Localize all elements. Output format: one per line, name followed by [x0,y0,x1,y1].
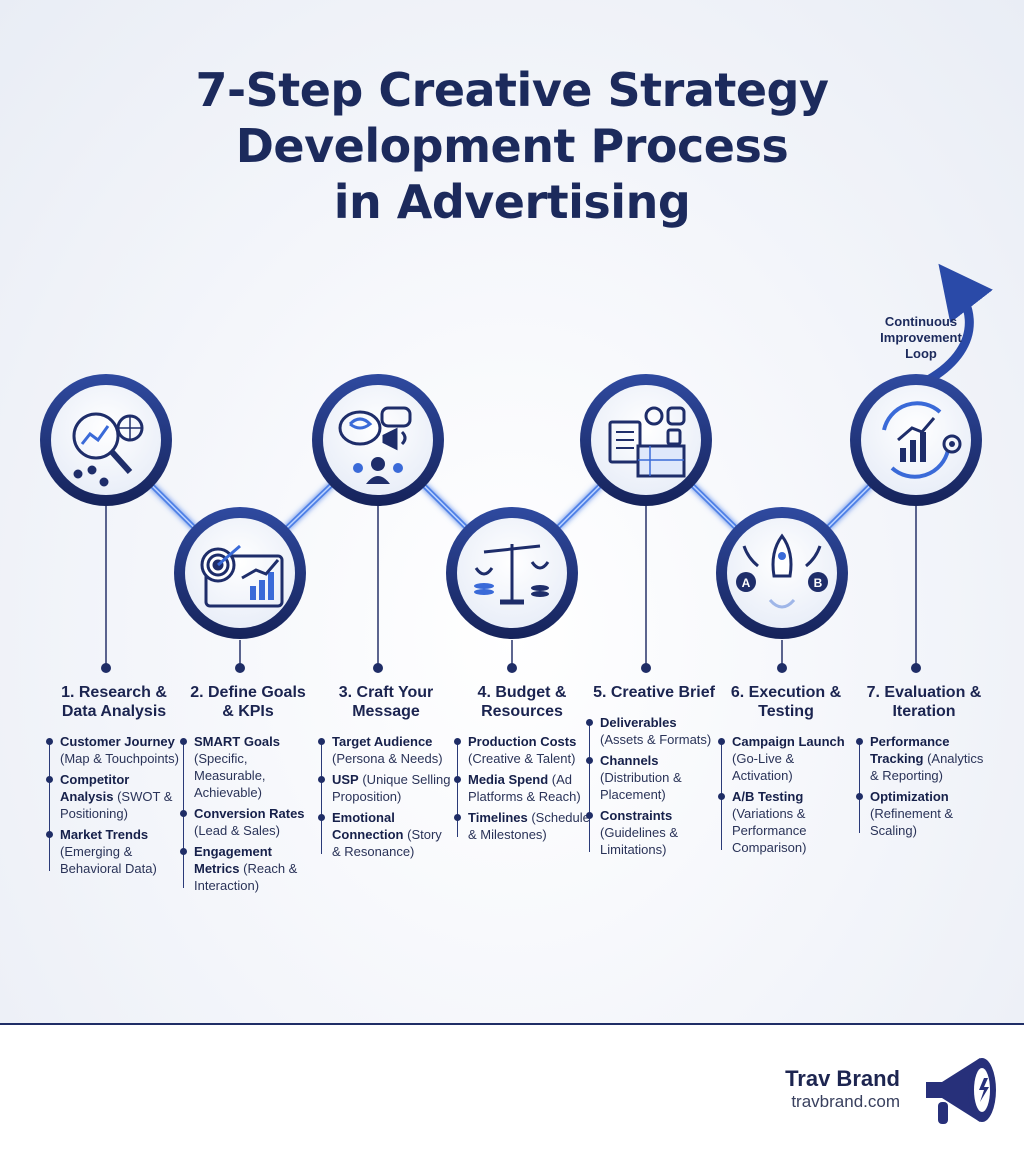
step-node-6: A B [716,507,848,639]
list-item: Target Audience (Persona & Needs) [318,733,454,767]
list-item: Customer Journey (Map & Touchpoints) [46,733,182,767]
footer [0,1025,1024,1154]
step-7-items: Performance Tracking (Analytics & Report… [856,733,992,839]
title-line-1: 7-Step Creative Strategy [195,63,829,117]
list-item: USP (Unique Selling Proposition) [318,771,454,805]
step-6-column: 6. Execution & Testing Campaign Launch (… [718,683,854,860]
list-item: Deliverables (Assets & Formats) [586,714,722,748]
step-4-title: 4. Budget & Resources [477,684,567,720]
step-2-items: SMART Goals (Specific, Measurable, Achie… [180,733,316,894]
brain-megaphone-audience-icon [338,406,412,484]
step-3-items: Target Audience (Persona & Needs) USP (U… [318,733,454,860]
step-5-column: 5. Creative Brief Deliverables (Assets &… [586,683,722,862]
list-item: Engagement Metrics (Reach & Interaction) [180,843,316,894]
brand-name: Trav Brand [785,1066,900,1091]
step-5-items: Deliverables (Assets & Formats) Channels… [586,714,722,858]
step-node-1 [40,374,172,506]
target-dashboard-icon [200,544,284,608]
step-node-5 [580,374,712,506]
footer-divider [0,1023,1024,1025]
svg-text:B: B [814,576,823,590]
step-6-items: Campaign Launch (Go-Live & Activation) A… [718,733,854,856]
brief-blueprint-icon [608,406,686,478]
step-2-title: 2. Define Goals & KPIs [190,684,306,720]
continuous-improvement-label: Continuous Improvement Loop [880,314,962,361]
step-4-items: Production Costs (Creative & Talent) Med… [454,733,590,843]
svg-text:A: A [742,576,751,590]
step-3-column: 3. Craft Your Message Target Audience (P… [318,683,454,864]
list-item: Production Costs (Creative & Talent) [454,733,590,767]
list-item: SMART Goals (Specific, Measurable, Achie… [180,733,316,801]
list-item: Media Spend (Ad Platforms & Reach) [454,771,590,805]
list-item: Channels (Distribution & Placement) [586,752,722,803]
drop-lines [101,505,921,673]
step-node-3 [312,374,444,506]
cycle-growth-gear-icon [882,401,962,479]
title-line-2: Development Process [235,119,789,173]
step-7-title: 7. Evaluation & Iteration [866,684,982,720]
list-item: Emotional Connection (Story & Resonance) [318,809,454,860]
list-item: Timelines (Schedule & Milestones) [454,810,590,842]
step-7-column: 7. Evaluation & Iteration Performance Tr… [856,683,992,843]
magnifier-globe-chart-icon [72,412,144,487]
step-1-items: Customer Journey (Map & Touchpoints) Com… [46,733,182,877]
list-item: Competitor Analysis (SWOT & Positioning) [46,771,182,822]
step-5-title: 5. Creative Brief [593,684,715,701]
rocket-ab-test-icon: A B [736,533,828,609]
step-node-4 [446,507,578,639]
step-6-title: 6. Execution & Testing [730,684,842,720]
brand-url-link[interactable]: travbrand.com [791,1092,900,1111]
step-node-7 [850,374,982,506]
title-line-3: in Advertising [333,175,691,229]
step-node-2 [174,507,306,639]
step-1-title: 1. Research & Data Analysis [61,684,167,720]
step-1-column: 1. Research & Data Analysis Customer Jou… [46,683,182,881]
list-item: A/B Testing (Variations & Performance Co… [718,788,854,856]
list-item: Campaign Launch (Go-Live & Activation) [718,733,854,784]
step-2-column: 2. Define Goals & KPIs SMART Goals (Spec… [180,683,316,898]
list-item: Conversion Rates (Lead & Sales) [180,805,316,839]
scale-coins-icon [474,544,550,605]
list-item: Market Trends (Emerging & Behavioral Dat… [46,826,182,877]
megaphone-icon [926,1058,996,1124]
list-item: Constraints (Guidelines & Limitations) [586,807,722,858]
step-4-column: 4. Budget & Resources Production Costs (… [454,683,590,847]
page-title: 7-Step Creative Strategy Development Pro… [0,62,1024,230]
step-3-title: 3. Craft Your Message [338,684,434,720]
list-item: Performance Tracking (Analytics & Report… [856,733,992,784]
list-item: Optimization (Refinement & Scaling) [856,788,992,839]
